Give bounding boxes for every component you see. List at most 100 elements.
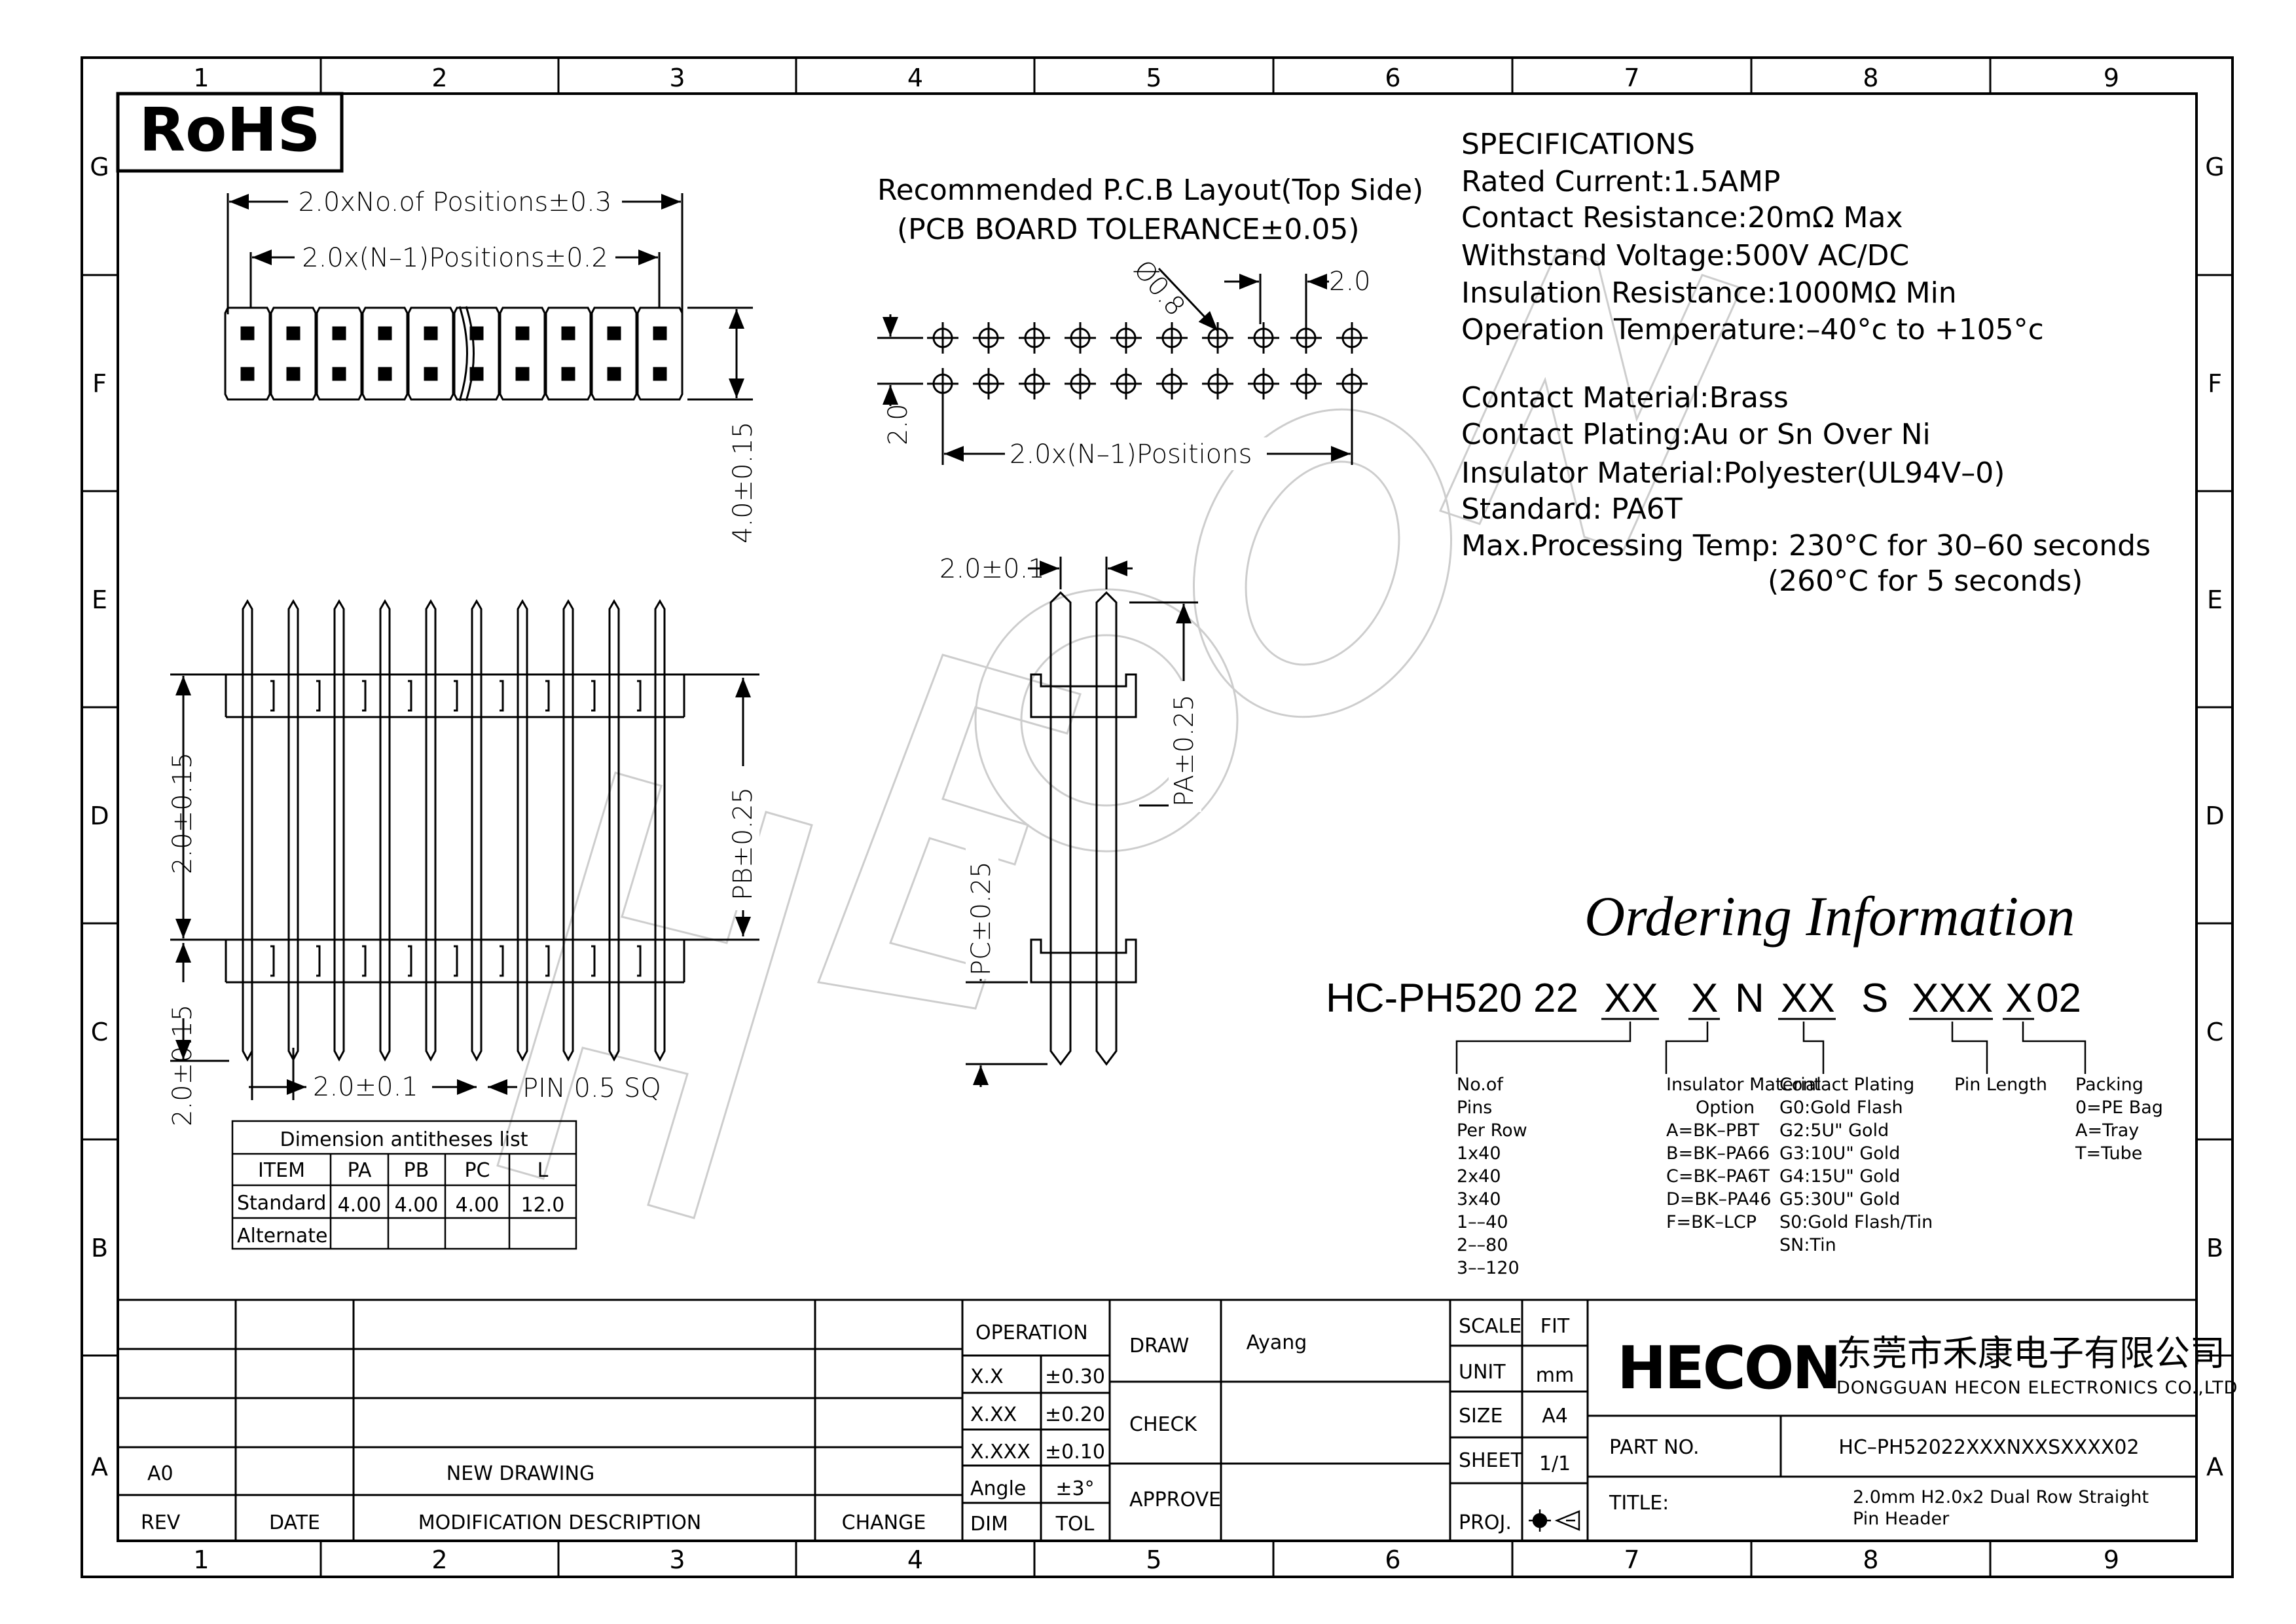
dim-pa-bg (1169, 681, 1201, 812)
pin-outline (379, 599, 391, 1062)
pin-square (286, 326, 301, 341)
table-header: PC (464, 1159, 490, 1182)
table-header: ITEM (258, 1159, 305, 1182)
housing-notch (500, 680, 504, 712)
dim-top-pitch: 2.0x(N–1)Positions±0.2 (302, 243, 608, 273)
part-no-label: PART NO. (1609, 1436, 1700, 1459)
zone-col-label: 4 (907, 1545, 923, 1574)
ordering-leaders (1455, 1022, 2086, 1074)
title-block-lines (118, 1299, 2196, 1541)
zone-col-label: 7 (1624, 1545, 1639, 1574)
ordering-code-part: X (2005, 976, 2032, 1021)
tolerance-dim: X.X (970, 1365, 1004, 1388)
pin-square (424, 367, 438, 381)
pcb-hole-dim: Ø0.8 (1127, 255, 1190, 322)
zone-row-label: F (2208, 369, 2222, 398)
size-value: A4 (1542, 1405, 1568, 1428)
pin-square (424, 326, 438, 341)
draw-label: DRAW (1129, 1335, 1189, 1357)
zone-row-label: E (2207, 585, 2223, 614)
ordering-option: Pin Length (1954, 1075, 2047, 1095)
pin-square (286, 367, 301, 381)
tol-label: TOL (1055, 1513, 1095, 1536)
spec-line: Insulation Resistance:1000MΩ Min (1461, 276, 1957, 310)
pin-square (515, 367, 530, 381)
company-name-cn: 东莞市禾康电子有限公司 (1836, 1333, 2225, 1374)
ordering-code-part: S (1861, 976, 1888, 1021)
zone-grid (82, 58, 2232, 1577)
projection-symbol-icon (1529, 1509, 1580, 1532)
zone-col-label: 9 (2104, 1545, 2119, 1574)
housing-notch (545, 680, 550, 712)
scale-value: FIT (1540, 1315, 1570, 1338)
housing-cell (453, 306, 500, 401)
pin-square (561, 326, 575, 341)
dim-pc: PC±0.25 (966, 861, 996, 976)
pcb-pitch-v: 2.0 (883, 403, 913, 445)
approve-label: APPROVE (1129, 1488, 1221, 1511)
part-no-value: HC–PH52022XXXNXXSXXXX02 (1838, 1436, 2139, 1459)
ordering-option: A=BK–PBT (1666, 1120, 1760, 1141)
tolerance-dim: X.XXX (970, 1441, 1030, 1464)
ordering-title: Ordering Information (1584, 885, 2075, 948)
housing-cell (224, 306, 271, 401)
ordering-option: G0:Gold Flash (1779, 1098, 1903, 1118)
ordering-option: Option (1696, 1098, 1755, 1118)
ordering-option: 2––80 (1457, 1235, 1508, 1255)
title-line-1: 2.0mm H2.0x2 Dual Row Straight (1853, 1487, 2149, 1507)
spec-line: Max.Processing Temp: 230°C for 30–60 sec… (1461, 529, 2151, 563)
spec-line: Contact Material:Brass (1461, 381, 1789, 415)
company-name-en: DONGGUAN HECON ELECTRONICS CO.,LTD (1836, 1378, 2238, 1398)
scale-label: SCALE (1459, 1315, 1522, 1338)
ordering-option: B=BK–PA66 (1666, 1143, 1770, 1164)
ordering-option: Insulator Material (1666, 1075, 1821, 1095)
dim-pc-bg (966, 848, 998, 979)
tolerance-value: ±0.10 (1045, 1441, 1105, 1464)
housing-cell (316, 306, 363, 401)
table-cell: 4.00 (338, 1194, 382, 1217)
housing-notch (362, 945, 367, 977)
dim-top-total-bg (288, 185, 622, 218)
zone-col-label: 8 (1863, 64, 1878, 92)
tolerance-value: ±3° (1055, 1477, 1094, 1500)
pcb-dims (877, 267, 1353, 465)
revision-description: NEW DRAWING (446, 1462, 594, 1485)
housing-notch (500, 945, 504, 977)
zone-col-label: 1 (193, 1545, 209, 1574)
zone-col-label: 3 (669, 1545, 685, 1574)
pin-square (332, 326, 346, 341)
ordering-option: G2:5U" Gold (1779, 1120, 1889, 1141)
pin-square (469, 326, 484, 341)
approval-block: DRAW Ayang CHECK APPROVE (1129, 1331, 1307, 1511)
spec-line: Contact Plating:Au or Sn Over Ni (1461, 418, 1931, 451)
ordering-code-part: XX (1604, 976, 1658, 1021)
zone-row-label: D (2205, 802, 2224, 830)
zone-col-label: 9 (2104, 64, 2119, 92)
hecon-watermark (496, 248, 1743, 1219)
zone-row-label: C (91, 1018, 109, 1046)
pin-outline (471, 599, 483, 1062)
pin-outline (654, 599, 666, 1062)
pin-square (378, 367, 392, 381)
ordering-option: Per Row (1457, 1120, 1527, 1141)
front-view (170, 599, 759, 1100)
pcb-title-1: Recommended P.C.B Layout(Top Side) (877, 174, 1423, 207)
spec-line: Contact Resistance:20mΩ Max (1461, 201, 1903, 234)
check-label: CHECK (1129, 1413, 1197, 1436)
revision-code: A0 (147, 1462, 173, 1485)
side-view (966, 557, 1198, 1087)
sheet-value: 1/1 (1539, 1452, 1571, 1475)
table-cell: Standard (237, 1192, 326, 1215)
ordering-code-part: XXX (1912, 976, 1993, 1021)
housing-notch (545, 945, 550, 977)
unit-label: UNIT (1459, 1361, 1506, 1384)
housing-notch (637, 680, 642, 712)
pcb-title-2: (PCB BOARD TOLERANCE±0.05) (897, 213, 1360, 246)
ordering-option: 2x40 (1457, 1166, 1501, 1187)
table-cell: 4.00 (395, 1194, 439, 1217)
housing-cell (407, 306, 454, 401)
ordering-code-part: N (1735, 976, 1764, 1021)
